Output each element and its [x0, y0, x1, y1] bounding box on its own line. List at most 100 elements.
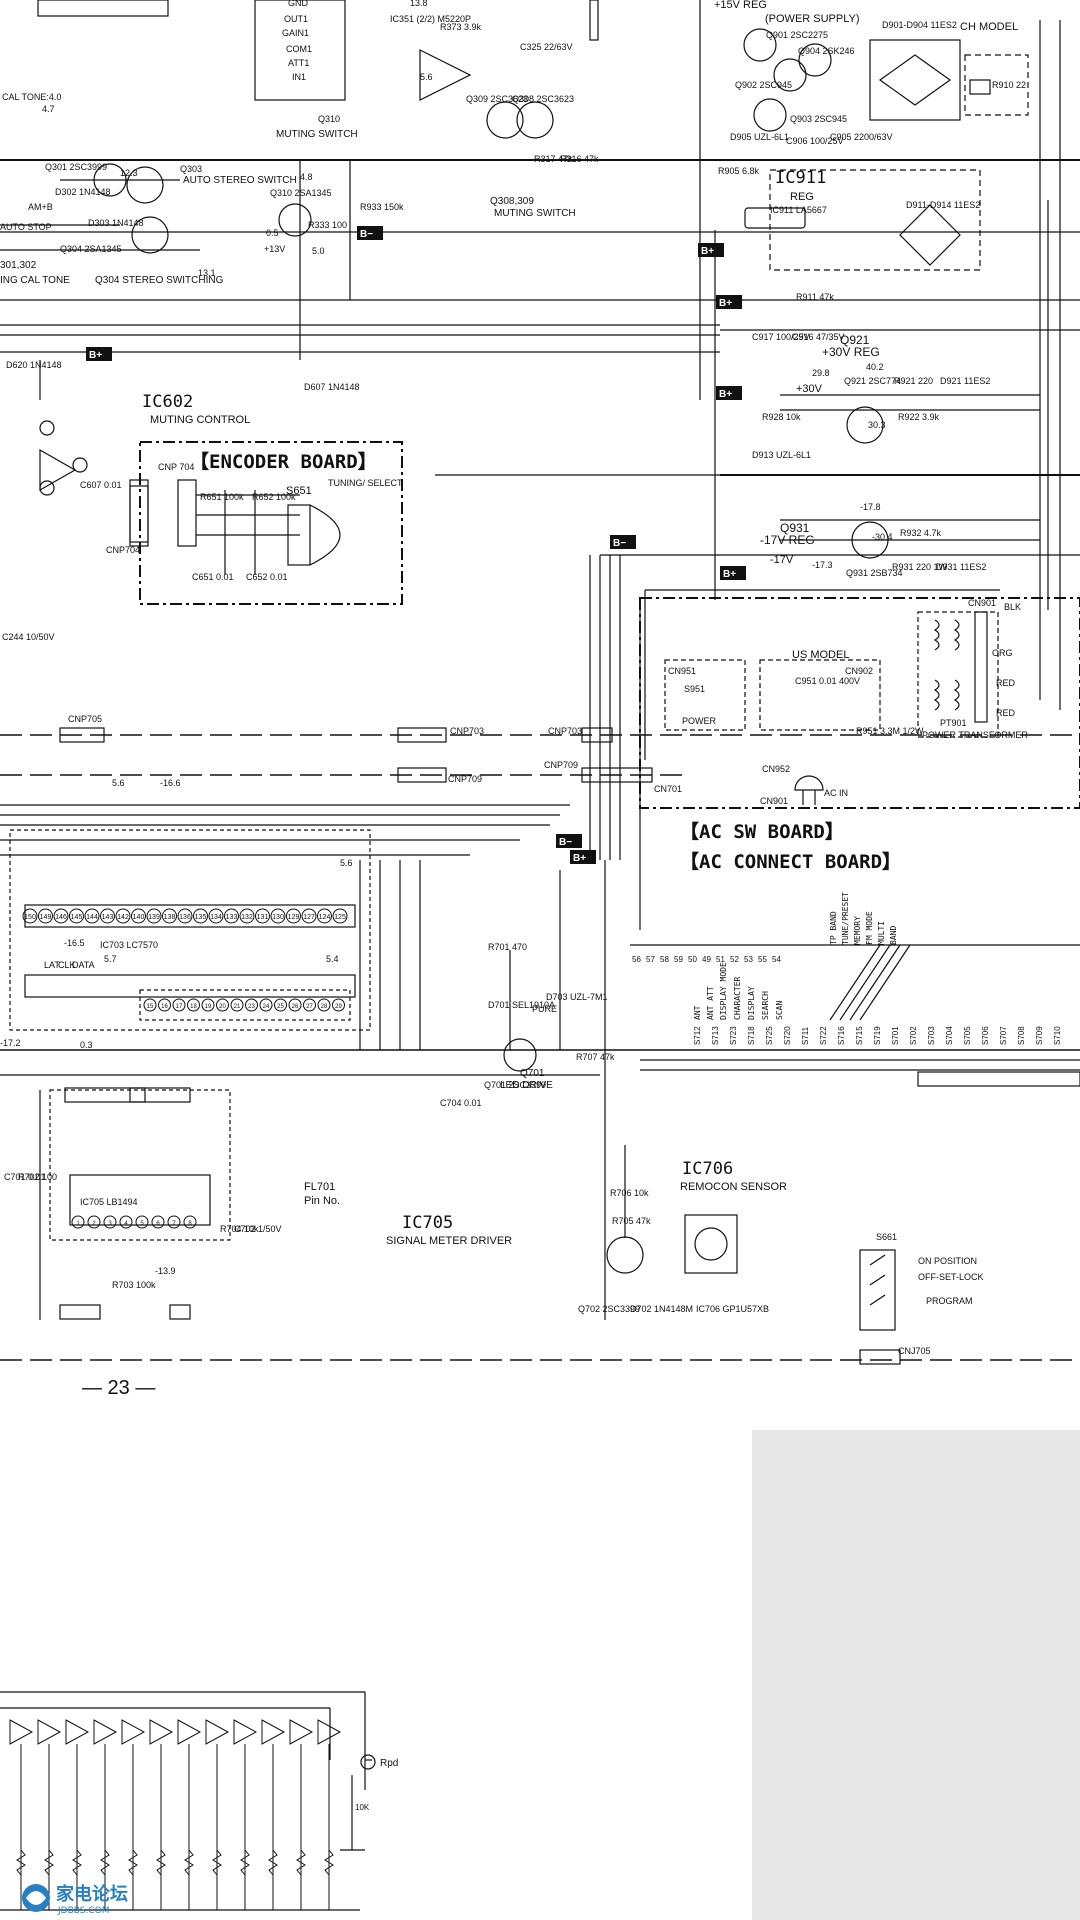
r333-label: R333 100: [308, 220, 347, 230]
pin-number: 29: [335, 1004, 342, 1010]
switch-pin-number: 53: [744, 955, 753, 964]
pin-circle: [255, 908, 270, 924]
internal-block-diagram-card: Rpd 10K: [0, 1430, 752, 1920]
pin-number: 130: [272, 914, 284, 921]
pin-circle: [259, 998, 273, 1012]
rpd-label: Rpd: [380, 1758, 398, 1769]
site-logo-watermark: 家电论坛 JDBBS.COM: [22, 1883, 128, 1916]
pin-number: 16: [161, 1004, 168, 1010]
cnp709-label-2: CNP709: [544, 760, 578, 770]
pin-number: 139: [148, 914, 160, 921]
cn952-label: CN952: [762, 764, 790, 774]
voltage-minus30-4: -30.4: [872, 532, 893, 542]
pin-number: 4: [124, 1221, 128, 1227]
cn902-label: CN902: [845, 666, 873, 676]
d703-label: D703 UZL-7M1: [546, 992, 608, 1002]
d901-label: D901-D904 11ES2: [882, 20, 957, 30]
pin-circle: [167, 1215, 181, 1229]
q309-label: Q309 2SC3623: [466, 94, 528, 104]
switch-ref: S716: [837, 1026, 846, 1045]
s651-label: S651: [286, 485, 312, 497]
switch-ref: S718: [747, 1026, 756, 1045]
pin-number: 144: [86, 914, 98, 921]
switch-pin-number: 49: [702, 955, 711, 964]
pin-number: 149: [40, 914, 52, 921]
pin-circle: [224, 908, 239, 924]
pin-circle: [245, 998, 258, 1012]
switch-ref: S705: [963, 1026, 972, 1045]
pin-gnd: GND: [288, 0, 309, 8]
voltage-5-4: 5.4: [326, 954, 339, 964]
pin-circle: [270, 908, 286, 924]
pin-number: 138: [164, 914, 176, 921]
switch-pin-number: 56: [632, 955, 641, 964]
pin-number: 2: [92, 1221, 96, 1227]
pt901-label: PT901: [940, 718, 967, 728]
comparator-symbol: [93, 1719, 118, 1745]
fl701-label: FL701: [304, 1181, 335, 1193]
amb-label: AM+B: [28, 202, 53, 212]
pin-number: 146: [55, 914, 67, 921]
c652-label: C652 0.01: [246, 572, 288, 582]
pin-gain1: GAIN1: [282, 28, 309, 38]
resistor-symbol: [16, 1849, 26, 1876]
pin-number: 135: [195, 914, 207, 921]
logo-subtext: JDBBS.COM: [57, 1906, 109, 1916]
comparator-symbol: [37, 1719, 62, 1745]
q931-part: Q931 2SB734: [846, 568, 903, 578]
pin-circle: [100, 908, 115, 924]
voltage-minus17-3: -17.3: [812, 560, 833, 570]
q701-title: Q701: [520, 1068, 545, 1079]
pin-circle: [146, 908, 162, 924]
pin-att1: ATT1: [288, 58, 309, 68]
switch-label-band: BAND: [889, 926, 898, 945]
switch-ref: S710: [1053, 1026, 1062, 1045]
ac-in-label: AC IN: [824, 788, 848, 798]
q901-label: Q901 2SC2275: [766, 30, 828, 40]
pin-number: 142: [117, 914, 129, 921]
r933-label: R933 150k: [360, 202, 404, 212]
pin-number: 21: [234, 1004, 241, 1010]
q310-part: Q310 2SA1345: [270, 188, 332, 198]
ac-connect-board-title: 【AC CONNECT BOARD】: [680, 850, 901, 873]
power-supply-label: (POWER SUPPLY): [765, 13, 860, 25]
resistor-symbol: [296, 1849, 306, 1876]
ic911-part: IC911 LA5667: [770, 205, 827, 215]
muting-control-label: MUTING CONTROL: [150, 414, 250, 426]
pin-number: 25: [277, 1004, 284, 1010]
r922-label: R922 3.9k: [898, 412, 940, 422]
pin-number: 7: [172, 1221, 176, 1227]
r316-label: R316 47k: [560, 154, 599, 164]
pin-out1: OUT1: [284, 14, 308, 24]
s661-label: S661: [876, 1232, 897, 1242]
voltage-0-3: 0.3: [80, 1040, 93, 1050]
pin-circle: [177, 908, 193, 924]
pin-no-label: Pin No.: [304, 1195, 340, 1207]
schematic-diagram: 1501491461451441431421401391381361351341…: [0, 0, 1080, 1399]
pin-circle: [151, 1215, 165, 1229]
comparator-symbol: [65, 1719, 90, 1745]
r702-label: R702 100: [18, 1172, 57, 1182]
switch-label-fm-mode: FM MODE: [865, 911, 874, 945]
switch-label-search: SEARCH: [761, 991, 770, 1020]
comparator-symbol: [177, 1719, 202, 1745]
switch-label-tp-band: TP BAND: [829, 911, 838, 945]
r317-label: R317 47k: [534, 154, 573, 164]
encoder-board-title: 【ENCODER BOARD】: [190, 450, 377, 473]
pin-circle: [303, 998, 316, 1012]
q304-stereo-switching: Q304 STEREO SWITCHING: [95, 275, 224, 286]
resistor-10k-label: 10K: [355, 1803, 370, 1812]
voltage-5-6: 5.6: [420, 72, 433, 82]
d702-label: D702 1N4148M: [630, 1304, 693, 1314]
r932-label: R932 4.7k: [900, 528, 942, 538]
clk-label: CLK: [58, 960, 76, 970]
switch-ref: S720: [783, 1026, 792, 1045]
b-plus-tag-2: B+: [701, 246, 714, 257]
d913-label: D913 UZL-6L1: [752, 450, 811, 460]
org-label: ORG: [992, 648, 1013, 658]
r928-label: R928 10k: [762, 412, 801, 422]
comparator-array: [9, 1719, 342, 1910]
cnp703-label-2: CNP703: [548, 726, 582, 736]
ic703-label: IC703 LC7570: [100, 940, 158, 950]
cn951-label: CN951: [668, 666, 696, 676]
